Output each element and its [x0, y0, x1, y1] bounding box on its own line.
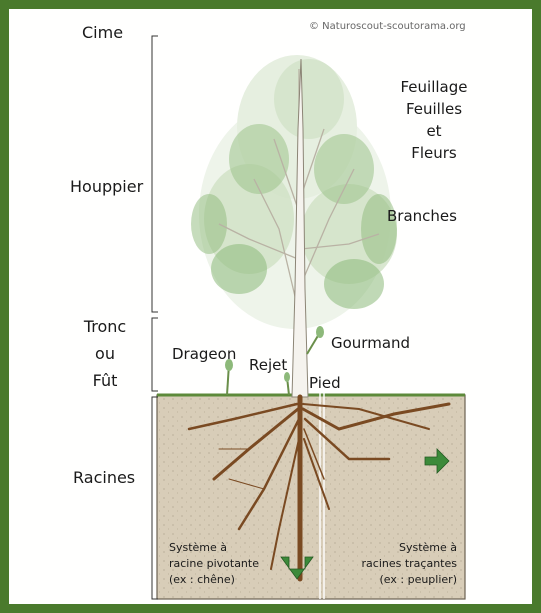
label-gourmand: Gourmand	[331, 333, 410, 353]
label-racines: Racines	[73, 468, 135, 488]
label-houppier: Houppier	[70, 177, 143, 197]
label-feuilles: Feuilles	[389, 99, 479, 119]
label-feuillage: Feuillage	[389, 77, 479, 97]
canopy	[191, 55, 397, 329]
caption-tracantes-3: (ex : peuplier)	[349, 572, 457, 587]
caption-pivotante-3: (ex : chêne)	[169, 572, 235, 587]
label-pied: Pied	[309, 373, 341, 393]
label-drageon: Drageon	[172, 344, 236, 364]
caption-pivotante-2: racine pivotante	[169, 556, 259, 571]
label-fut: Fût	[65, 371, 145, 391]
caption-pivotante-1: Système à	[169, 540, 227, 555]
label-cime: Cime	[82, 23, 123, 43]
label-rejet: Rejet	[249, 355, 287, 375]
label-ou: ou	[65, 344, 145, 364]
label-branches: Branches	[387, 206, 457, 226]
label-fleurs: Fleurs	[389, 143, 479, 163]
caption-tracantes-1: Système à	[349, 540, 457, 555]
bracket-tronc	[152, 318, 158, 391]
bracket-houppier	[152, 36, 158, 312]
label-et: et	[389, 121, 479, 141]
label-tronc: Tronc	[65, 317, 145, 337]
credit-text: © Naturoscout-scoutorama.org	[309, 21, 466, 32]
caption-tracantes-2: racines traçantes	[349, 556, 457, 571]
gourmand-sprout	[307, 334, 319, 354]
diagram-canvas: © Naturoscout-scoutorama.org Cime Houppi…	[9, 9, 532, 604]
